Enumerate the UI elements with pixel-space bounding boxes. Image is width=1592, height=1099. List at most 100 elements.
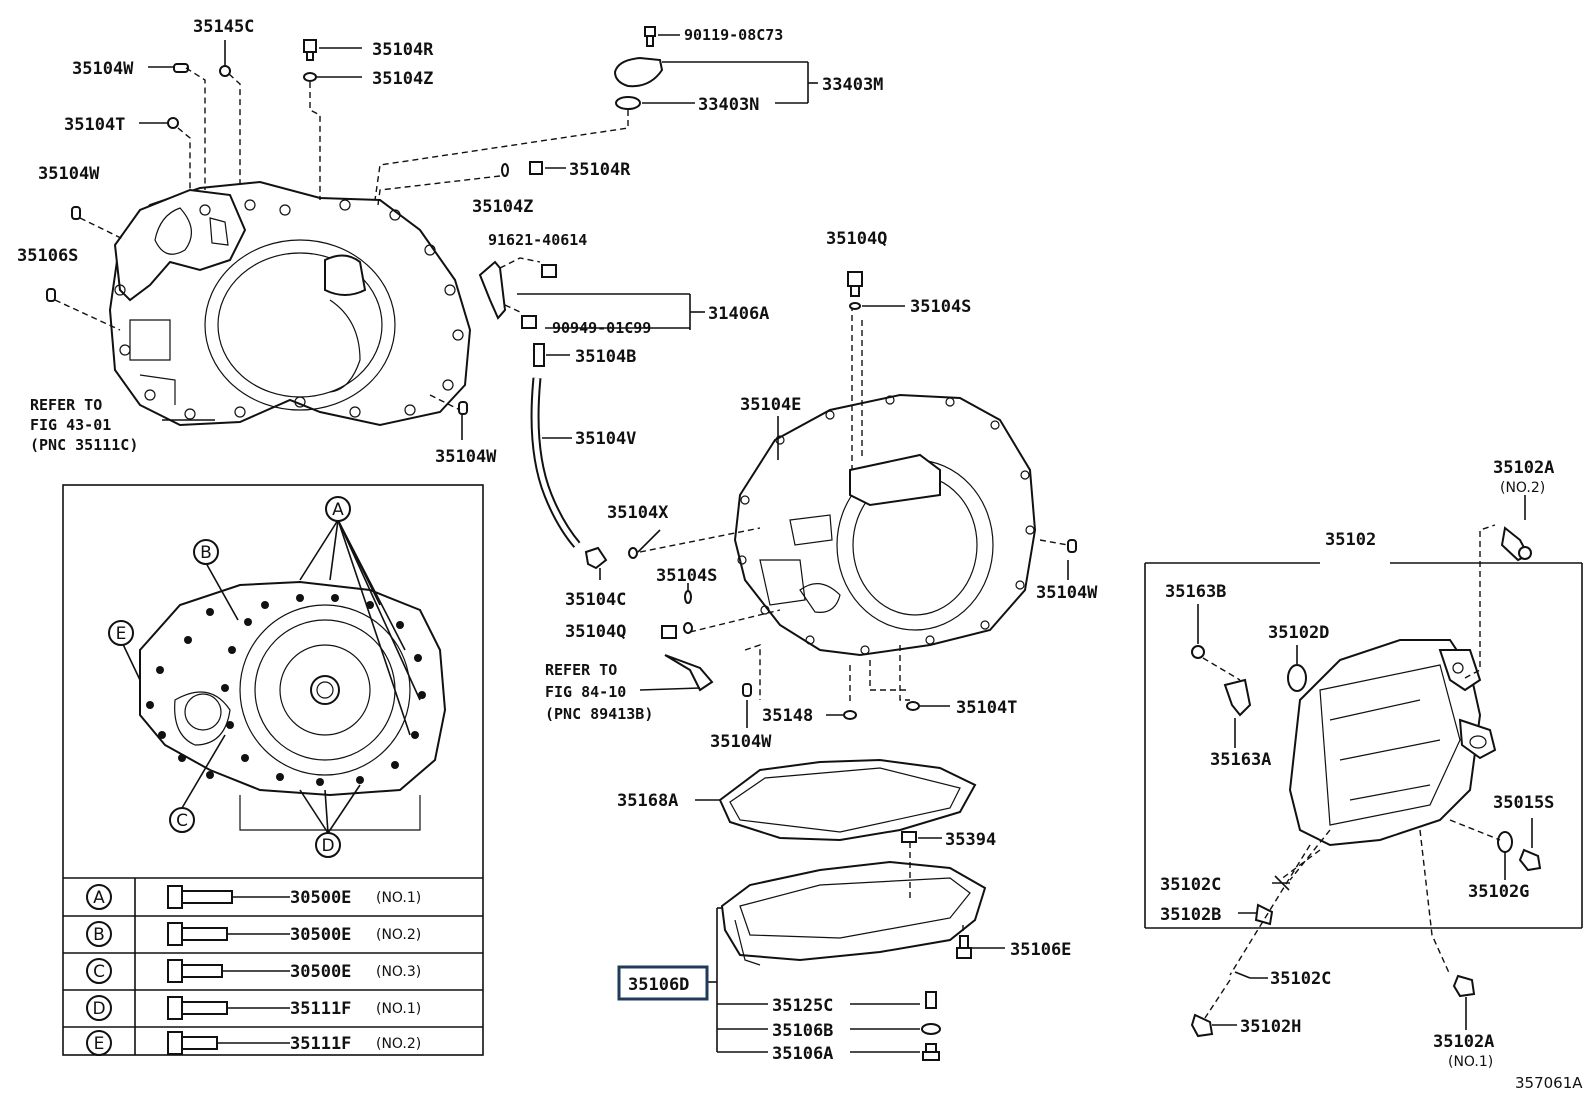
callout-35106A: 35106A (772, 1044, 833, 1064)
marker-C-label: C (176, 811, 188, 831)
callout-35163B: 35163B (1165, 582, 1226, 602)
callout-35104S-mid: 35104S (656, 566, 717, 586)
callout-35106D: 35106D (628, 975, 689, 995)
bolt-part-number: 30500E (290, 925, 351, 945)
refer-note-43-line1: REFER TO (30, 396, 102, 414)
callout-91621-40614: 91621-40614 (488, 231, 587, 249)
callout-35104W-mid: 35104W (435, 447, 497, 467)
oil-hose (530, 343, 661, 580)
callout-35168A: 35168A (617, 791, 678, 811)
refer-note-84-line3: (PNC 89413B) (545, 705, 653, 723)
small-parts-top-left (46, 39, 468, 415)
marker-A-main (325, 496, 351, 522)
callout-33403N: 33403N (698, 95, 759, 115)
bolt-variant: (NO.1) (376, 890, 421, 906)
callout-35104C: 35104C (565, 590, 626, 610)
bolt-location-inset: A B E C D A 30500E (NO.1) B 30500E (NO.2… (62, 484, 484, 1056)
callout-35102G: 35102G (1468, 882, 1529, 902)
callout-35104W-left: 35104W (38, 164, 100, 184)
bolt-variant: (NO.2) (376, 1036, 421, 1052)
callout-35104S-top: 35104S (910, 297, 971, 317)
callout-33403M: 33403M (822, 75, 883, 95)
marker-D-label: D (321, 836, 334, 856)
callout-labels: 35145C 35104R 35104Z 35104W 35104T 35104… (17, 17, 1583, 1092)
callout-35394: 35394 (945, 830, 996, 850)
callout-35102H: 35102H (1240, 1017, 1301, 1037)
callout-35104T-right: 35104T (956, 698, 1017, 718)
callout-35102B: 35102B (1160, 905, 1221, 925)
bolt-table-row: A 30500E (NO.1) (86, 884, 421, 910)
transaxle-case-drawing (639, 271, 1077, 728)
bolt-part-number: 30500E (290, 888, 351, 908)
refer-note-43-line3: (PNC 35111C) (30, 436, 138, 454)
extension-housing-group (1144, 495, 1583, 1038)
callout-35102A-top-variant: (NO.2) (1500, 480, 1545, 496)
callout-35104Q-mid: 35104Q (565, 622, 626, 642)
refer-note-84-line2: FIG 84-10 (545, 683, 626, 701)
bolt-table-row: E 35111F (NO.2) (86, 1030, 421, 1056)
callout-35102A-top: 35102A (1493, 458, 1554, 478)
callout-35102D: 35102D (1268, 623, 1329, 643)
marker-E-label: E (116, 624, 127, 644)
marker-B-main (193, 539, 219, 565)
callout-35104V: 35104V (575, 429, 636, 449)
bolt-table-row: C 30500E (NO.3) (86, 958, 421, 984)
callout-35104W-top: 35104W (72, 59, 134, 79)
marker-B-label: B (200, 543, 212, 563)
oil-pan-assembly (617, 758, 1005, 1061)
callout-35102C-inbox: 35102C (1160, 875, 1221, 895)
converter-housing-drawing (108, 180, 472, 427)
svg-text:B: B (93, 925, 105, 945)
leaders-top-left (54, 40, 463, 440)
bolt-variant: (NO.3) (376, 964, 421, 980)
bolt-variant: (NO.1) (376, 1001, 421, 1017)
marker-C-main (169, 807, 195, 833)
svg-text:E: E (94, 1034, 105, 1054)
callout-90119-08C73: 90119-08C73 (684, 26, 783, 44)
callout-35104Q-top: 35104Q (826, 229, 887, 249)
callout-35102A-bottom: 35102A (1433, 1032, 1494, 1052)
svg-text:A: A (93, 888, 105, 908)
callout-90949-01C99: 90949-01C99 (552, 319, 651, 337)
bolt-part-number: 35111F (290, 999, 351, 1019)
callout-35106B: 35106B (772, 1021, 833, 1041)
callout-35106S: 35106S (17, 246, 78, 266)
callout-35015S: 35015S (1493, 793, 1554, 813)
callout-35104Z-top: 35104Z (372, 69, 433, 89)
callout-35102A-bottom-variant: (NO.1) (1448, 1054, 1493, 1070)
callout-35104R-top: 35104R (372, 40, 434, 60)
callout-35104E: 35104E (740, 395, 801, 415)
refer-note-43-line2: FIG 43-01 (30, 416, 111, 434)
callout-35104T-top: 35104T (64, 115, 125, 135)
callout-35106E: 35106E (1010, 940, 1071, 960)
bolt-table-row: D 35111F (NO.1) (86, 995, 421, 1021)
refer-note-84-line1: REFER TO (545, 661, 617, 679)
svg-text:D: D (92, 999, 105, 1019)
callout-31406A: 31406A (708, 304, 769, 324)
callout-35104Z-mid: 35104Z (472, 197, 533, 217)
bolt-part-number: 30500E (290, 962, 351, 982)
bolt-variant: (NO.2) (376, 927, 421, 943)
diagram-id: 357061A (1515, 1074, 1583, 1092)
svg-text:C: C (93, 962, 105, 982)
callout-35104W-bottom: 35104W (710, 732, 772, 752)
bolt-table-row: B 30500E (NO.2) (86, 921, 421, 947)
marker-D-main (315, 832, 341, 858)
callout-35104X: 35104X (607, 503, 669, 523)
callout-35148: 35148 (762, 706, 813, 726)
highlight-box-35106D (617, 965, 709, 1001)
callout-35145C: 35145C (193, 17, 254, 37)
marker-A-label: A (332, 500, 344, 520)
callout-35102: 35102 (1325, 530, 1376, 550)
filler-cap-assembly (374, 26, 818, 206)
bolt-part-number: 35111F (290, 1034, 351, 1054)
callout-35104W-right: 35104W (1036, 583, 1098, 603)
callout-35102C-below: 35102C (1270, 969, 1331, 989)
marker-E-main (108, 620, 134, 646)
callout-35125C: 35125C (772, 996, 833, 1016)
callout-35104B: 35104B (575, 347, 636, 367)
callout-35104R-mid: 35104R (569, 160, 631, 180)
bracket-31406A (478, 257, 705, 330)
callout-35163A: 35163A (1210, 750, 1271, 770)
